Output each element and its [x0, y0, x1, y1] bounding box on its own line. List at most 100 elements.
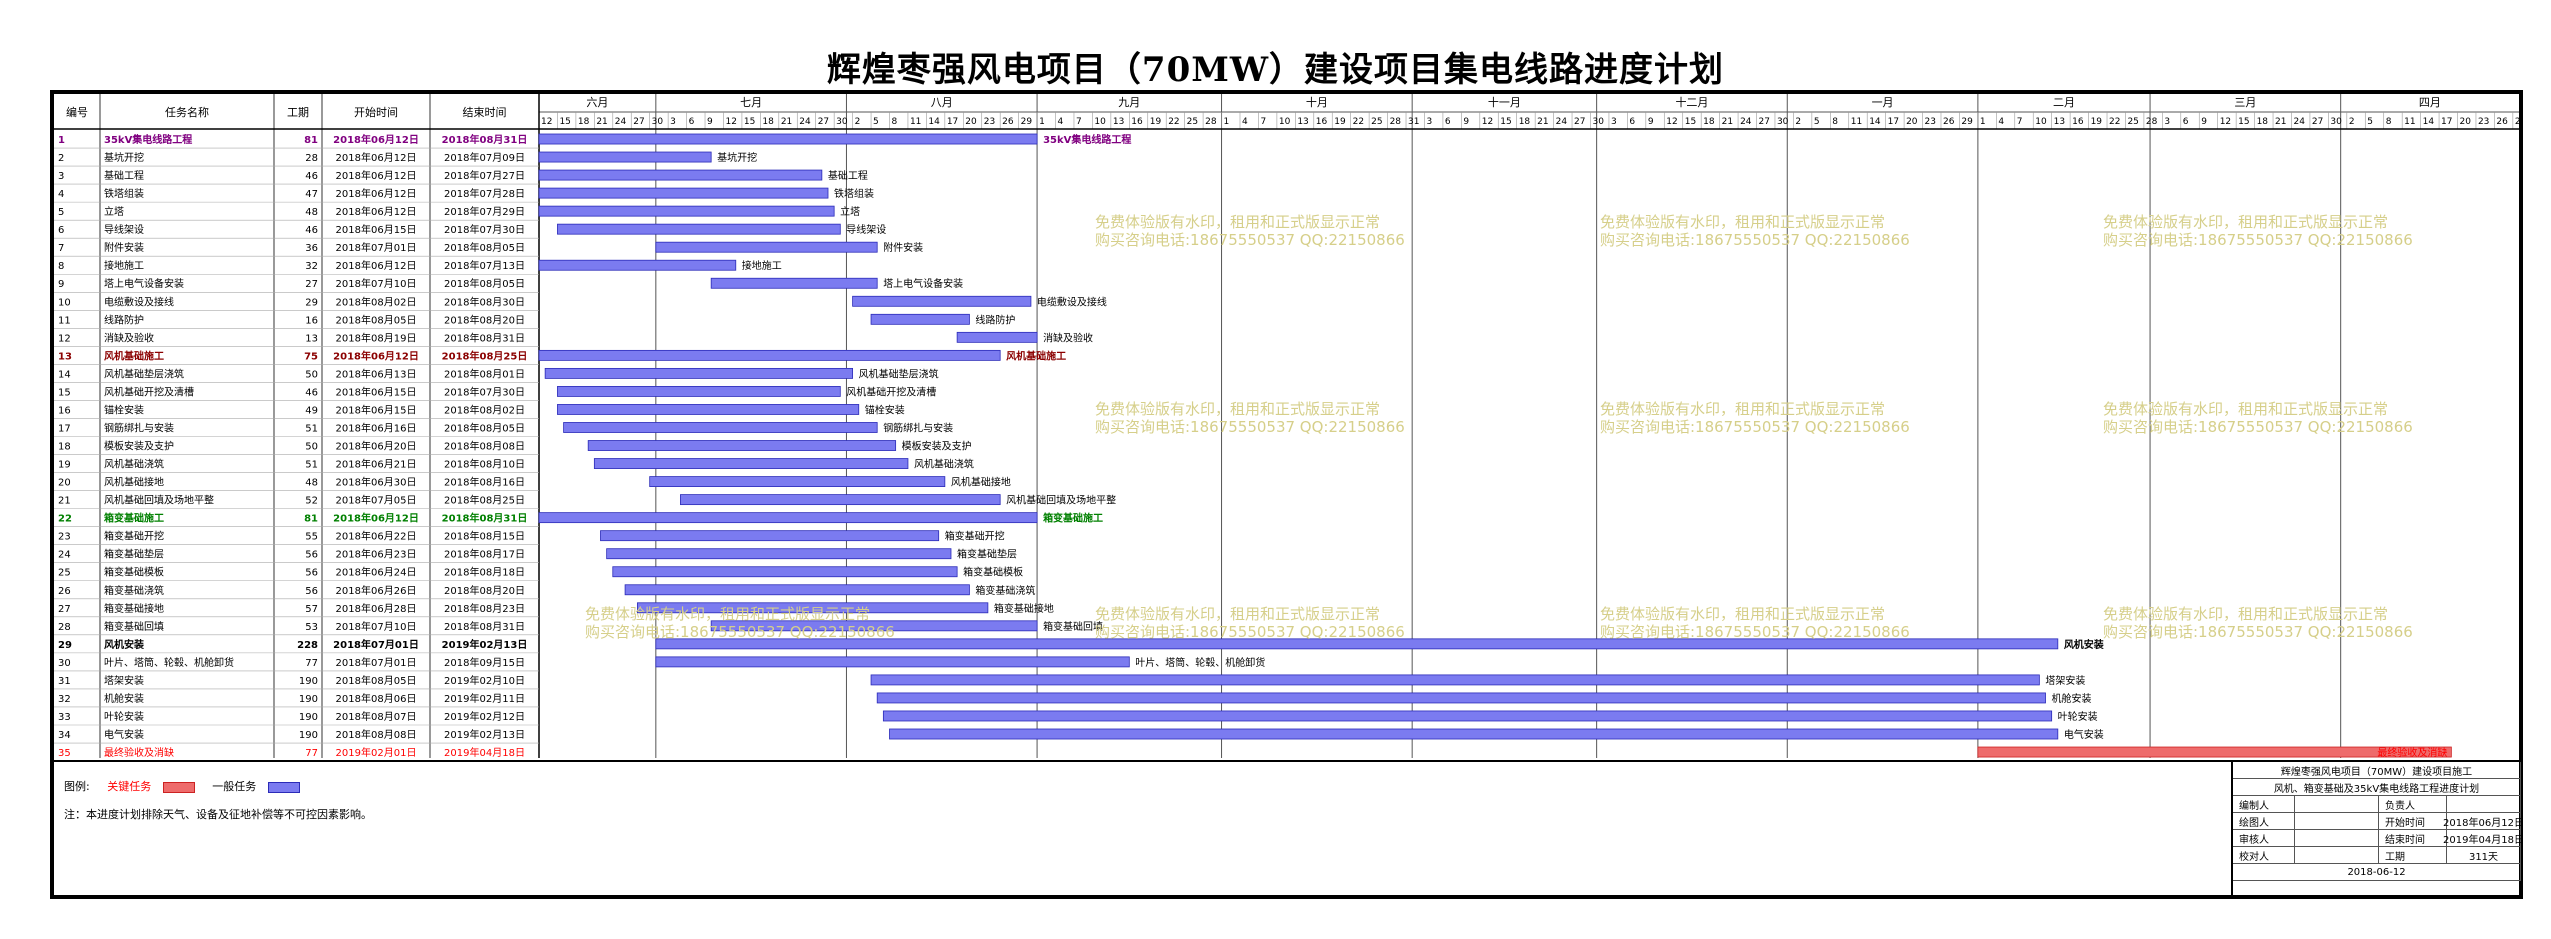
task-id: 8: [58, 261, 64, 272]
task-bar: [710, 277, 878, 289]
task-duration: 228: [297, 640, 318, 651]
day-label: 11: [910, 117, 921, 127]
day-label: 4: [1242, 117, 1248, 127]
task-bar: [636, 602, 989, 614]
task-duration: 47: [305, 189, 318, 200]
task-bar-label: 风机基础施工: [1006, 349, 1066, 362]
task-bar: [624, 584, 970, 596]
month-label: 四月: [2419, 96, 2441, 109]
task-bar: [593, 458, 909, 469]
task-name: 塔架安装: [104, 674, 144, 687]
task-start: 2018年08月07日: [336, 710, 417, 723]
task-start: 2018年06月12日: [336, 169, 417, 182]
task-name: 模板安装及支护: [104, 440, 174, 453]
task-start: 2018年07月01日: [336, 656, 417, 669]
chart-frame: [50, 90, 2523, 899]
task-end: 2018年08月25日: [442, 349, 528, 362]
task-name: 风机安装: [104, 638, 144, 651]
task-id: 27: [58, 604, 71, 615]
task-end: 2018年08月08日: [444, 440, 525, 453]
task-end: 2018年08月31日: [444, 620, 525, 633]
task-name: 35kV集电线路工程: [104, 133, 192, 146]
day-label: 29: [2515, 117, 2519, 127]
task-bar: [538, 187, 829, 199]
day-label: 23: [1925, 117, 1936, 127]
task-bar: [587, 440, 897, 451]
month-label: 一月: [1872, 96, 1894, 109]
task-duration: 77: [305, 748, 318, 758]
day-label: 3: [1426, 117, 1432, 127]
task-end: 2018年08月25日: [444, 494, 525, 507]
day-label: 12: [2220, 117, 2231, 127]
day-label: 4: [1998, 117, 2004, 127]
task-bar: [956, 331, 1038, 343]
task-bar: [538, 133, 1038, 145]
day-label: 12: [541, 117, 552, 127]
month-label: 九月: [1118, 96, 1140, 109]
task-end: 2018年08月05日: [444, 421, 525, 434]
legend-label: 图例:: [64, 780, 90, 793]
task-duration: 29: [305, 297, 318, 308]
task-id: 20: [58, 478, 71, 489]
task-duration: 53: [305, 622, 318, 633]
task-id: 28: [58, 622, 71, 633]
day-label: 15: [1500, 117, 1511, 127]
task-end: 2019年02月10日: [444, 674, 525, 687]
task-start: 2018年06月28日: [336, 602, 417, 615]
task-end: 2018年08月01日: [444, 367, 525, 380]
title-block-project: 辉煌枣强风电项目（70MW）建设项目施工: [2233, 762, 2521, 779]
task-end: 2018年08月31日: [444, 331, 525, 344]
header-id: 编号: [66, 105, 88, 119]
task-bar-label: 附件安装: [883, 241, 923, 254]
task-id: 10: [58, 297, 71, 308]
day-label: 15: [744, 117, 755, 127]
task-start: 2018年07月10日: [336, 620, 417, 633]
day-label: 6: [1629, 117, 1635, 127]
day-label: 9: [1648, 117, 1654, 127]
day-label: 21: [1537, 117, 1548, 127]
title-block-cell: 结束时间: [2379, 830, 2447, 846]
task-bar: [563, 422, 878, 433]
task-id: 18: [58, 442, 71, 453]
task-end: 2018年08月17日: [444, 548, 525, 561]
day-label: 13: [2054, 117, 2065, 127]
day-label: 15: [2238, 117, 2249, 127]
day-label: 16: [1316, 117, 1328, 127]
day-label: 27: [818, 117, 829, 127]
task-bar: [538, 151, 712, 163]
day-label: 22: [1353, 117, 1364, 127]
task-start: 2019年02月01日: [336, 746, 417, 758]
day-label: 11: [2404, 117, 2415, 127]
task-id: 2: [58, 153, 64, 164]
task-name: 箱变基础浇筑: [104, 584, 164, 597]
day-label: 27: [633, 117, 644, 127]
day-label: 12: [725, 117, 736, 127]
task-start: 2018年06月15日: [336, 403, 417, 416]
day-label: 27: [2312, 117, 2323, 127]
task-end: 2018年07月30日: [444, 223, 525, 236]
day-label: 22: [2109, 117, 2120, 127]
task-duration: 57: [305, 604, 318, 615]
task-end: 2018年08月31日: [442, 512, 528, 525]
day-label: 6: [1445, 117, 1451, 127]
task-duration: 46: [305, 225, 318, 236]
task-bar-label: 钢筋绑扎与安装: [883, 421, 953, 434]
task-bar-label: 箱变基础接地: [994, 602, 1054, 615]
day-label: 28: [1205, 117, 1217, 127]
day-label: 20: [2460, 117, 2472, 127]
day-label: 18: [762, 117, 774, 127]
legend-critical-label: 关键任务: [107, 780, 152, 793]
day-label: 4: [1058, 117, 1064, 127]
day-label: 14: [1869, 117, 1881, 127]
task-bar-label: 接地施工: [742, 259, 782, 272]
task-duration: 52: [305, 496, 318, 507]
task-bar-label: 模板安装及支护: [902, 440, 972, 453]
task-name: 最终验收及消缺: [104, 746, 174, 758]
day-label: 2: [855, 117, 861, 127]
day-label: 25: [1371, 117, 1382, 127]
task-end: 2018年08月02日: [444, 403, 525, 416]
task-end: 2018年07月29日: [444, 205, 525, 218]
task-bar: [870, 674, 2040, 686]
task-end: 2019年02月12日: [444, 710, 525, 723]
day-label: 24: [799, 117, 811, 127]
